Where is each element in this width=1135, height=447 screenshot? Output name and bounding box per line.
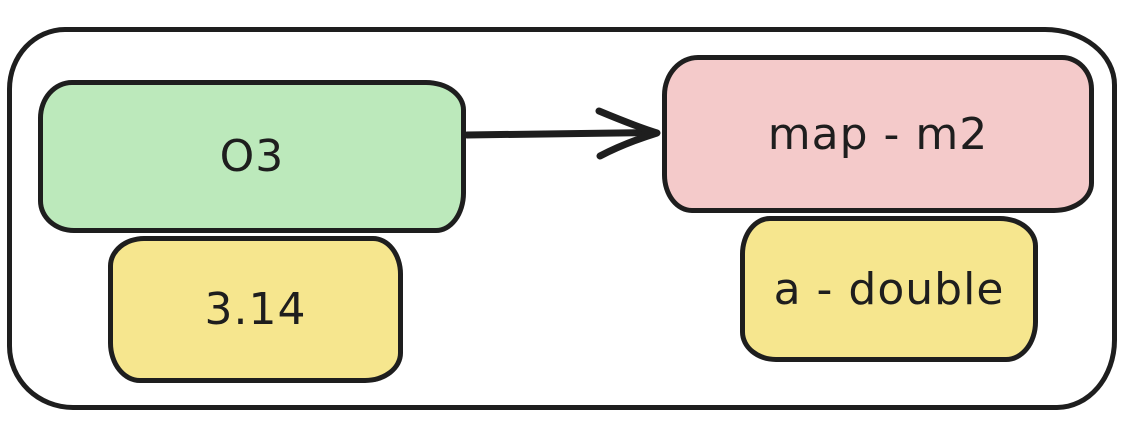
node-pi-value-label: 3.14 [204, 284, 307, 335]
node-o3[interactable]: O3 [38, 80, 466, 233]
node-a-double-label: a - double [773, 263, 1005, 315]
node-map-m2[interactable]: map - m2 [662, 55, 1094, 213]
node-o3-label: O3 [219, 131, 285, 182]
node-pi-value[interactable]: 3.14 [108, 236, 403, 383]
node-map-m2-label: map - m2 [767, 108, 989, 160]
node-a-double[interactable]: a - double [740, 216, 1038, 362]
